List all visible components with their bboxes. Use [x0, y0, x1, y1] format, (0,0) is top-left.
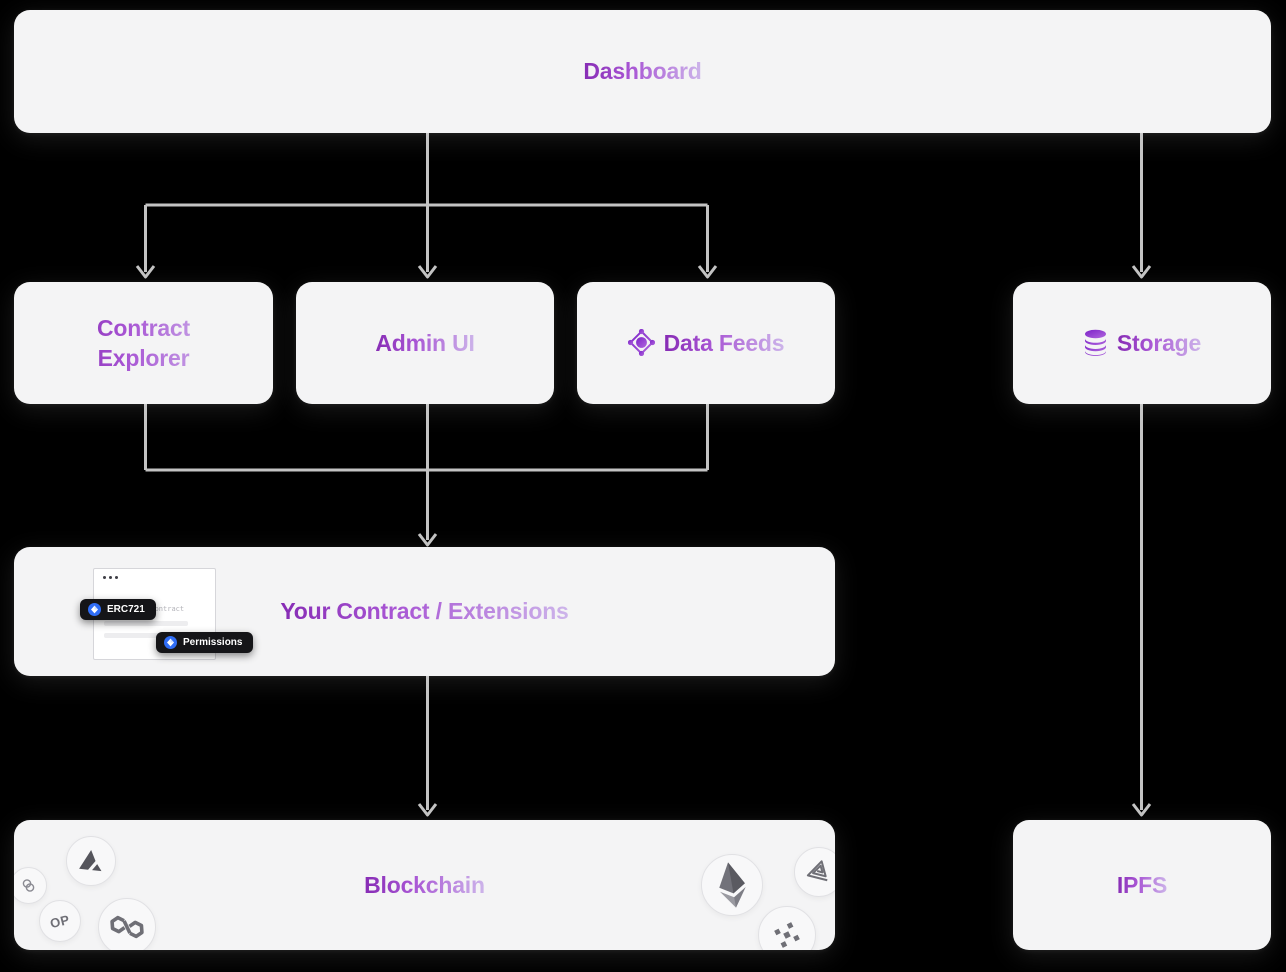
spiral-chain-icon — [806, 860, 828, 882]
blockchain-label: Blockchain — [364, 870, 485, 900]
node-admin-ui: Admin UI — [296, 282, 554, 404]
small-chain-badge — [14, 867, 47, 904]
avalanche-icon — [79, 849, 102, 872]
window-dots-icon — [103, 576, 118, 579]
avalanche-chain-badge — [66, 836, 116, 886]
code-skeleton-line — [104, 621, 188, 626]
ipfs-label: IPFS — [1117, 870, 1168, 900]
code-contract-name: MyContract — [141, 605, 185, 613]
your-contract-label: Your Contract / Extensions — [280, 596, 569, 626]
extension-badge-icon — [164, 636, 177, 649]
permissions-badge: Permissions — [156, 632, 254, 653]
data-feeds-icon — [627, 329, 655, 357]
polygon-chain-badge — [98, 898, 156, 950]
optimism-chain-badge: OP — [39, 900, 81, 942]
node-dashboard: Dashboard — [14, 10, 1271, 133]
storage-label: Storage — [1117, 328, 1201, 358]
bnb-chain-badge — [758, 906, 816, 950]
extension-badge-icon — [88, 603, 101, 616]
node-ipfs: IPFS — [1013, 820, 1271, 950]
permissions-badge-label: Permissions — [183, 637, 243, 648]
ethereum-icon — [719, 862, 746, 908]
data-feeds-label: Data Feeds — [664, 328, 785, 358]
node-storage: Storage — [1013, 282, 1271, 404]
erc721-badge-label: ERC721 — [107, 604, 145, 615]
spiral-chain-badge — [794, 847, 835, 897]
small-chain-icon — [22, 879, 35, 892]
database-icon — [1084, 330, 1106, 357]
ethereum-chain-badge — [701, 854, 763, 916]
node-blockchain: OP — [14, 820, 835, 950]
polygon-icon — [110, 915, 144, 939]
contract-explorer-label: Contract Explorer — [64, 313, 224, 374]
code-skeleton-line — [104, 633, 162, 638]
node-data-feeds: Data Feeds — [577, 282, 835, 404]
dashboard-label: Dashboard — [583, 56, 702, 86]
bnb-icon — [774, 922, 800, 948]
node-your-contract: contract MyContract ERC721 Permissions Y… — [14, 547, 835, 676]
optimism-icon: OP — [48, 911, 72, 931]
erc721-badge: ERC721 — [80, 599, 156, 620]
admin-ui-label: Admin UI — [375, 328, 475, 358]
node-contract-explorer: Contract Explorer — [14, 282, 273, 404]
